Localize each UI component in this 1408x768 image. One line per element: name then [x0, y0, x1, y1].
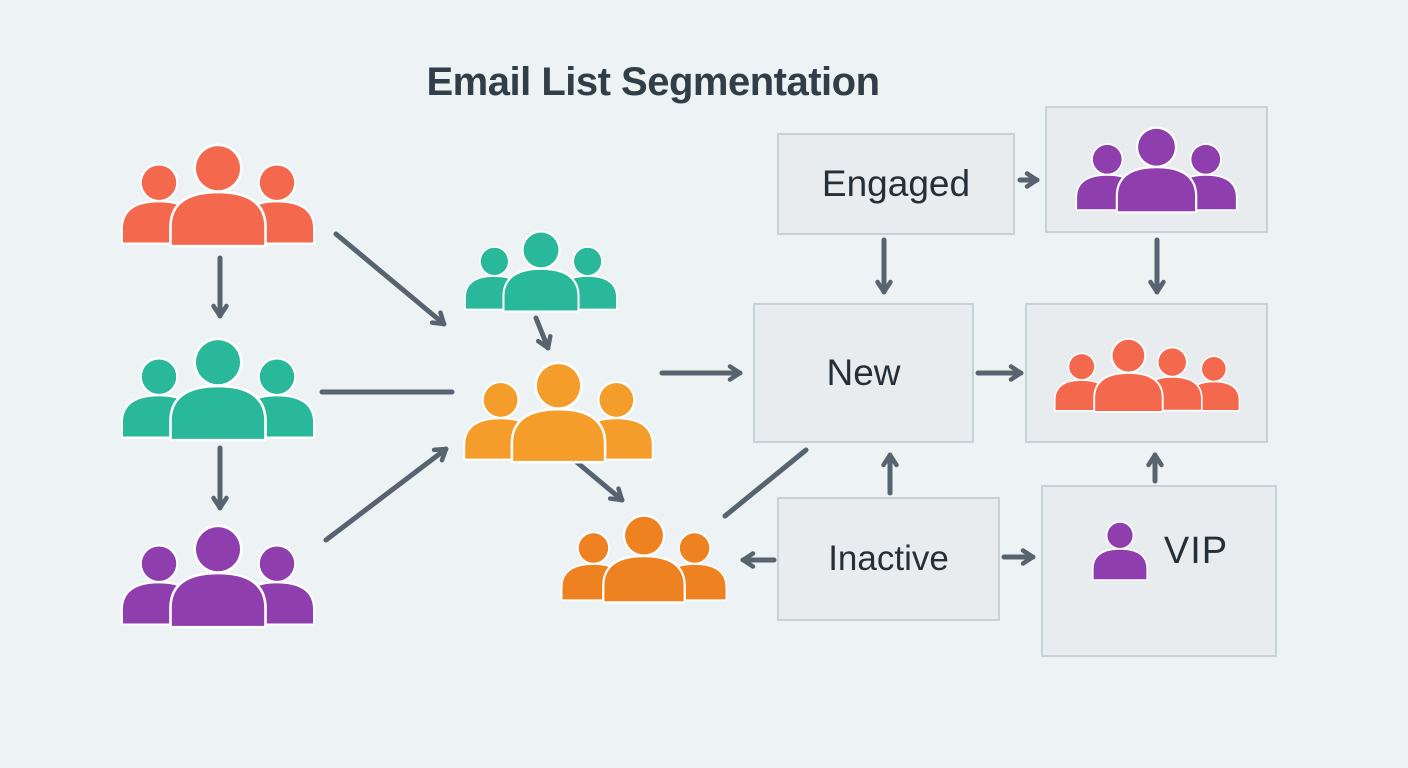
coral-people-group-of-four-icon	[1054, 337, 1241, 413]
teal-people-group-icon	[118, 337, 318, 442]
teal-small-people-group-icon	[464, 230, 618, 313]
orange-people-group-icon	[460, 361, 657, 464]
vip-content: VIP	[1090, 521, 1228, 581]
purple-people-group-boxed-icon	[1075, 126, 1238, 214]
line-dark-orange-to-new	[722, 447, 809, 519]
arrow-center-teal-to-orange	[533, 315, 553, 351]
arrow-coral-to-center-teal	[333, 231, 447, 327]
inactive-label: Inactive	[828, 539, 949, 578]
node-engaged: Engaged	[777, 133, 1015, 235]
diagram-title: Email List Segmentation	[426, 60, 880, 104]
node-new-result	[1025, 303, 1268, 443]
node-vip: VIP	[1041, 485, 1277, 657]
vip-label: VIP	[1163, 529, 1229, 572]
coral-people-group-icon	[118, 143, 318, 248]
node-inactive: Inactive	[777, 497, 1000, 621]
new-label: New	[826, 352, 901, 393]
arrow-purple-to-orange	[323, 446, 449, 543]
node-new: New	[753, 303, 974, 443]
purple-people-group-icon	[118, 524, 318, 629]
arrow-orange-to-dark-orange	[570, 456, 625, 503]
dark-orange-people-group-icon	[560, 514, 728, 604]
engaged-label: Engaged	[821, 163, 971, 204]
purple-single-person-icon	[1091, 521, 1148, 581]
